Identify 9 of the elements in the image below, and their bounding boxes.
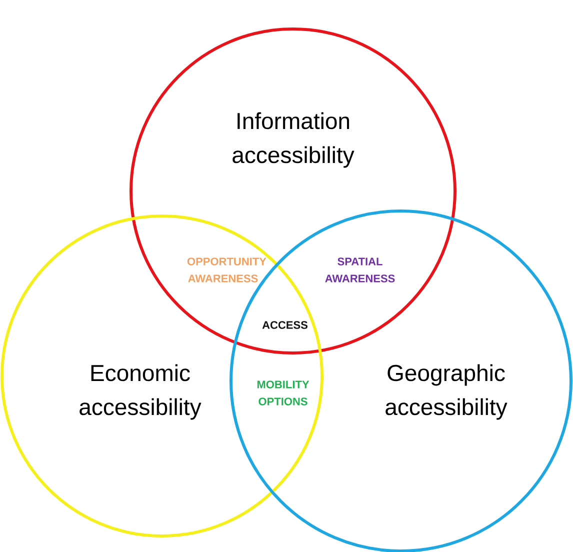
region-label: ACCESS <box>262 321 308 329</box>
venn-circle <box>130 28 456 354</box>
region-label: OPPORTUNITY AWARENESS <box>187 258 266 282</box>
venn-circle <box>0 214 324 538</box>
region-label: SPATIAL AWARENESS <box>325 258 395 282</box>
circle-label: Geographic accessibility <box>386 364 508 420</box>
circle-label: Economic accessibility <box>80 364 202 420</box>
circle-label: Information accessibility <box>232 112 354 168</box>
region-label: MOBILITY OPTIONS <box>257 380 310 406</box>
